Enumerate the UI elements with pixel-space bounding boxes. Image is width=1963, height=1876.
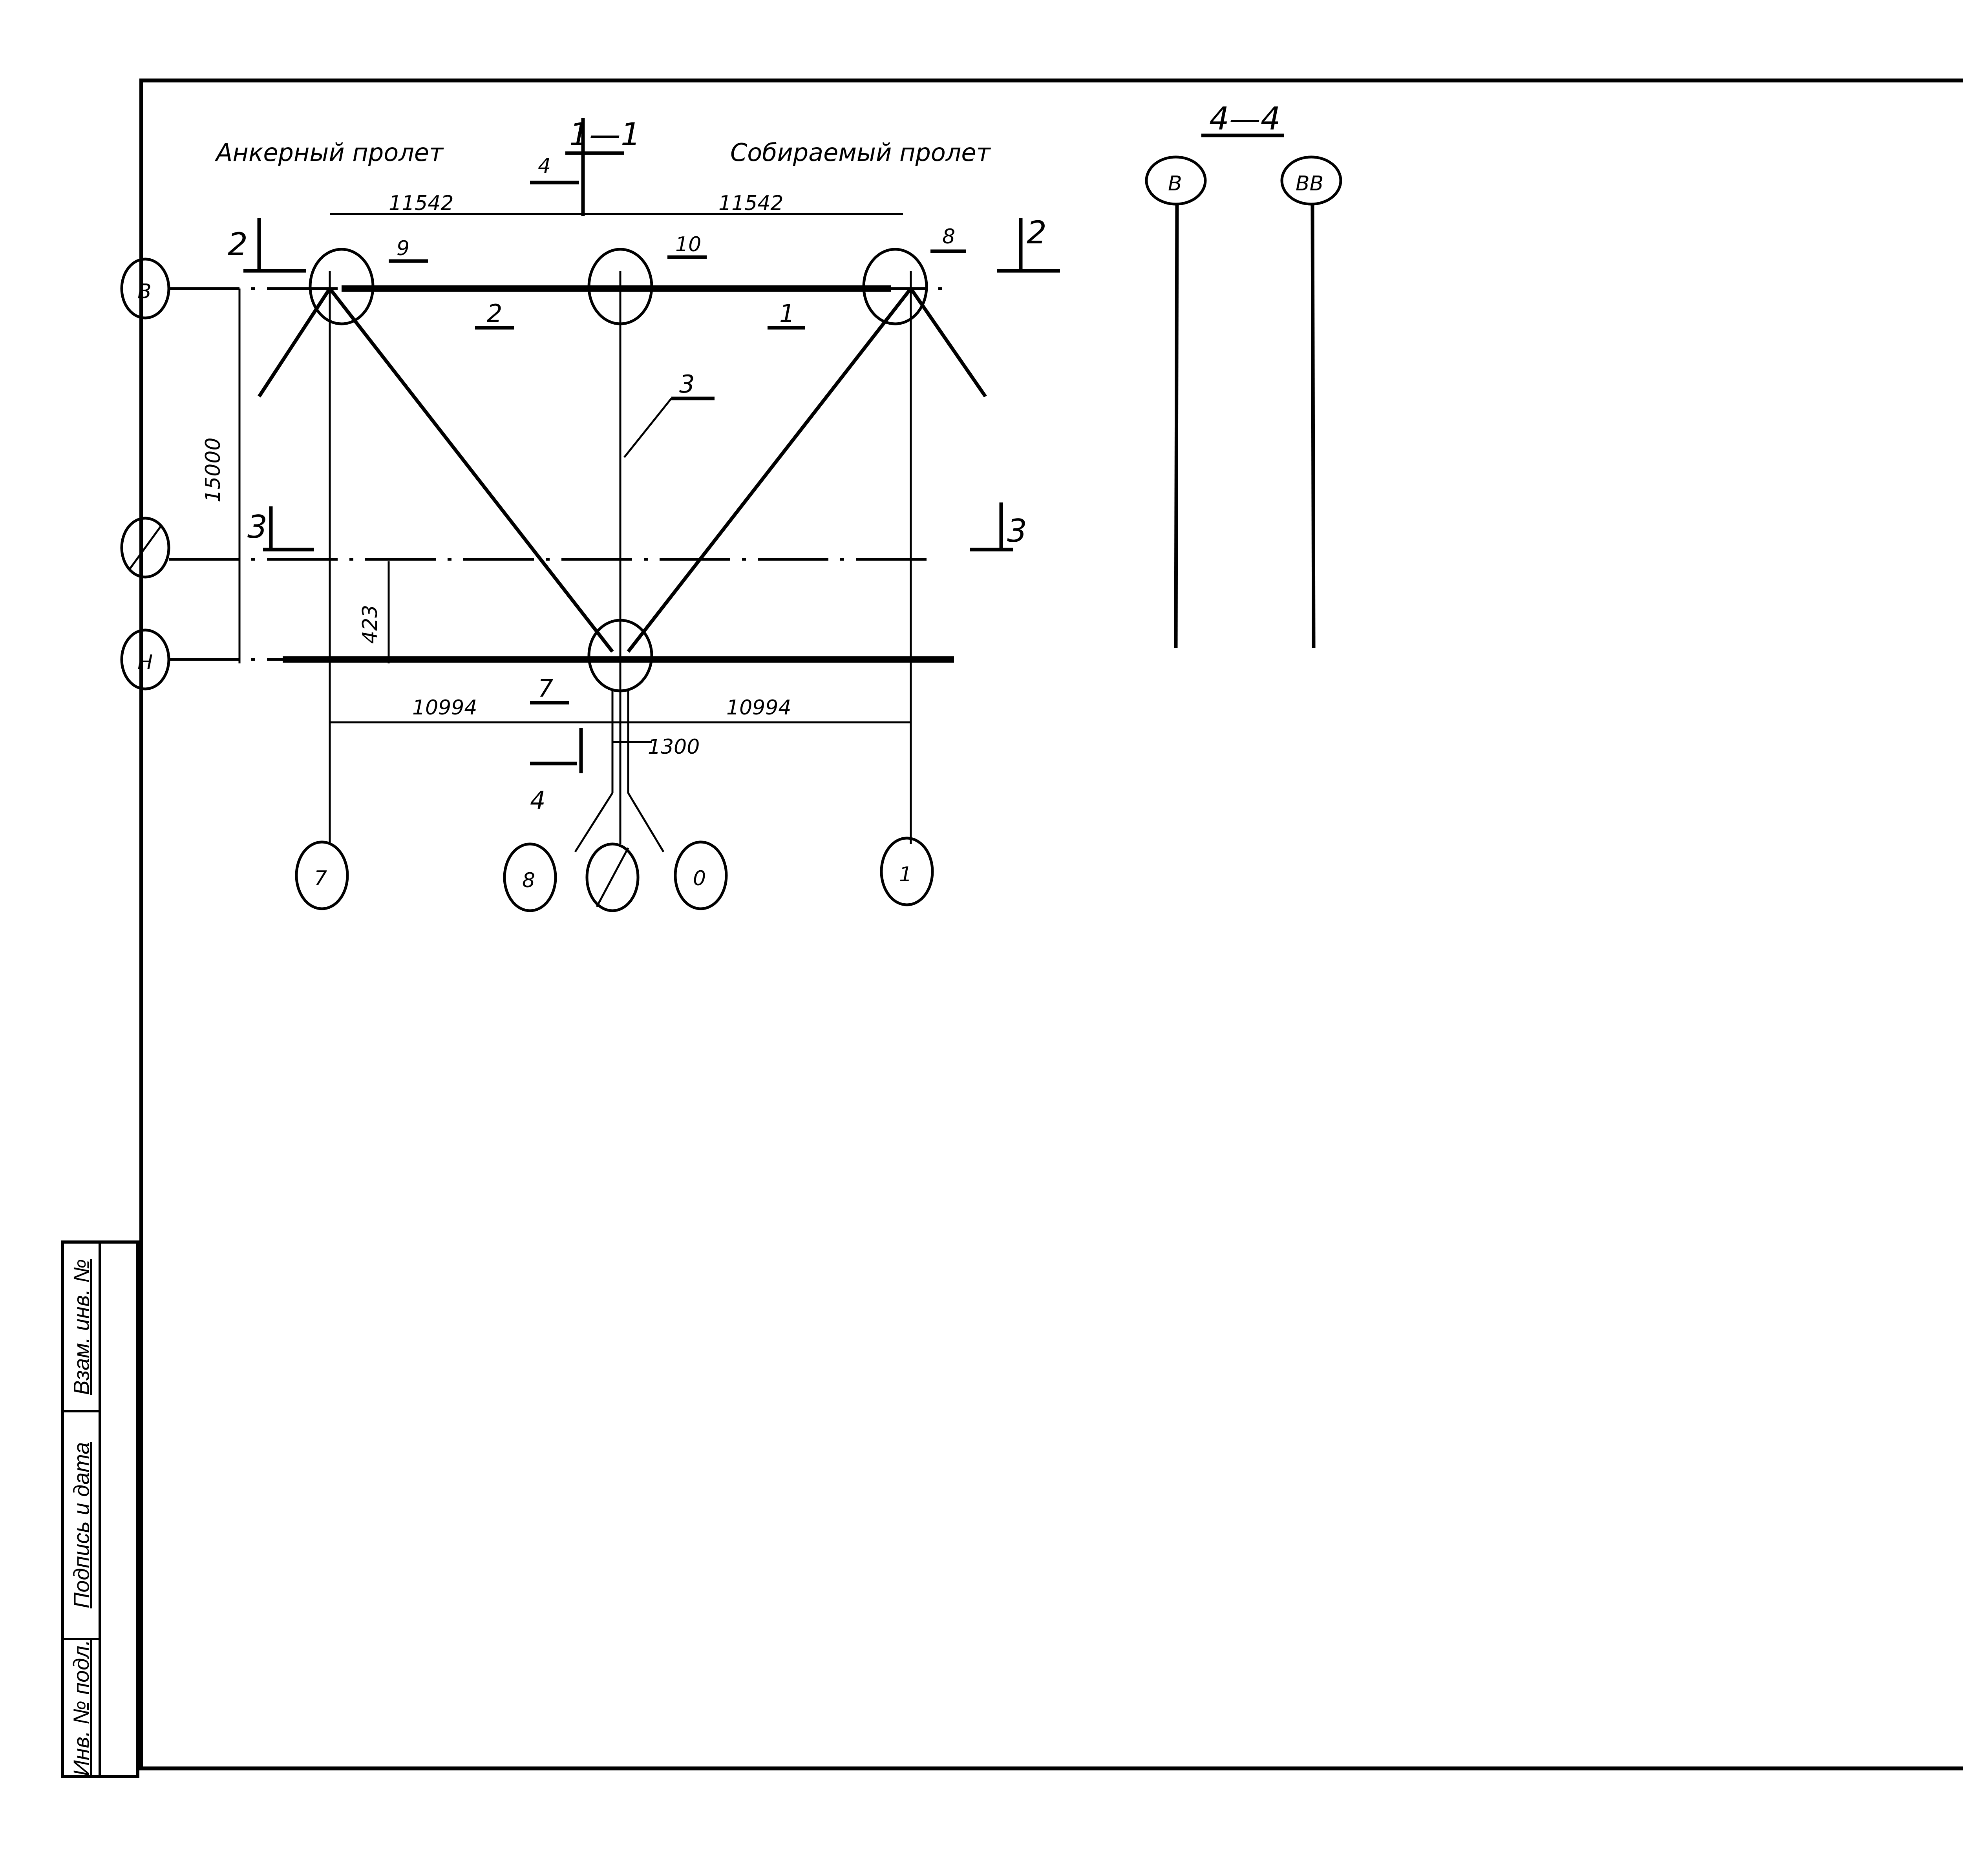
side-strip: Взам. инв. № Подпись и дата Инв. № подл. <box>61 1240 139 1778</box>
axis-label-0: 0 <box>693 867 706 890</box>
side-cell-replace-inv: Взам. инв. № <box>64 1244 99 1412</box>
callout-1: 1 <box>779 299 795 328</box>
callout-3: 3 <box>679 370 695 398</box>
dim-bottom-right: 10994 <box>726 696 791 720</box>
axis-marker-8-1 <box>585 842 640 912</box>
axis-marker-0 <box>674 840 728 910</box>
axis-marker-1 <box>880 837 934 906</box>
section-4-4-title: 4—4 <box>1209 100 1281 137</box>
axis-label-4-B: В <box>1168 172 1182 195</box>
axis-label-H: Н <box>137 651 153 674</box>
axis-marker-8 <box>503 842 557 912</box>
section-1-1: Анкерный пролет Собираемый пролет 1—1 4 … <box>120 116 1060 912</box>
dim-bottom-left: 10994 <box>412 696 477 720</box>
cut-mark-3-right: 3 <box>1007 513 1027 549</box>
callout-9: 9 <box>397 237 409 260</box>
side-divider <box>99 1244 101 1775</box>
cut-mark-3-left: 3 <box>247 509 267 545</box>
axis-label-B: В <box>137 280 152 303</box>
section-4-4: 4—4 В ВВ <box>1145 100 1342 648</box>
cut-mark-2-right: 2 <box>1027 214 1047 251</box>
cut-mark-2-left: 2 <box>228 226 248 263</box>
axis-label-7: 7 <box>314 867 327 890</box>
callout-10: 10 <box>675 233 701 256</box>
axis-marker-7 <box>295 840 349 910</box>
dim-top-right: 11542 <box>718 192 783 215</box>
axis-marker-H1 <box>120 517 170 579</box>
callout-2: 2 <box>487 299 502 328</box>
callout-7: 7 <box>538 674 553 703</box>
dim-1300: 1300 <box>648 735 700 759</box>
axis-label-1: 1 <box>899 863 912 886</box>
drawing-frame <box>139 79 1963 1770</box>
axis-label-8: 8 <box>522 869 535 892</box>
dim-height-15000: 15000 <box>201 438 225 502</box>
cut-mark-4-bottom: 4 <box>530 786 545 815</box>
section-1-1-title: 1—1 <box>569 116 641 153</box>
side-cell-signature-date: Подпись и дата <box>64 1412 99 1640</box>
callout-8: 8 <box>942 225 955 248</box>
label-assembled-span: Собираемый пролет <box>730 138 991 167</box>
label-anchor-span: Анкерный пролет <box>214 138 444 167</box>
cut-mark-4-top: 4 <box>538 154 551 178</box>
dim-423: 423 <box>358 605 382 644</box>
axis-label-4-BB: ВВ <box>1296 172 1323 195</box>
drawing-views: .thin { stroke:#000; stroke-width:5; fil… <box>120 100 1342 912</box>
dim-top-left: 11542 <box>389 192 453 215</box>
